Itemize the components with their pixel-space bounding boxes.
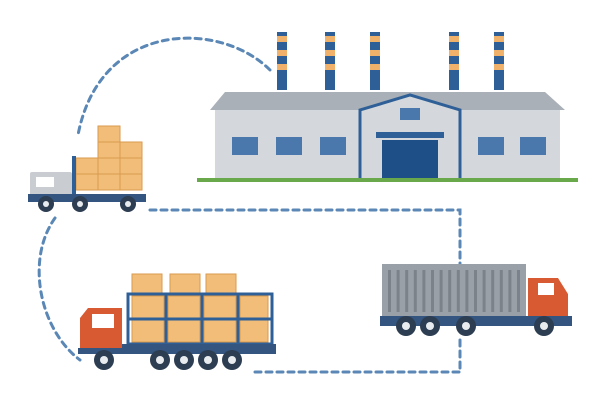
container-rib — [491, 270, 495, 312]
truck-chassis — [380, 316, 572, 326]
container-truck-icon — [380, 264, 572, 336]
chimney — [494, 32, 504, 90]
chimney — [277, 32, 287, 90]
delivery-truck-icon — [28, 125, 146, 212]
cage-frame — [126, 292, 274, 346]
factory-window — [320, 137, 346, 155]
container-rib — [448, 270, 452, 312]
container-rib — [508, 270, 512, 312]
route-small-truck-to-flatbed — [37, 216, 82, 362]
shipping-container — [382, 264, 526, 318]
factory-windows — [232, 137, 546, 155]
chimney — [449, 32, 459, 90]
container-rib — [482, 270, 486, 312]
factory-window — [232, 137, 258, 155]
container-ribs — [388, 270, 520, 312]
cab-window — [36, 177, 54, 187]
crate-stack — [75, 125, 143, 191]
chimney — [325, 32, 335, 90]
factory-window — [276, 137, 302, 155]
truck-bed-frame — [72, 156, 76, 196]
route-factory-to-small-truck — [76, 36, 272, 137]
truck-chassis — [28, 194, 146, 202]
wheels — [396, 316, 554, 336]
container-rib — [388, 270, 391, 312]
gable-window — [400, 108, 420, 120]
container-rib — [396, 270, 400, 312]
cab-window — [92, 314, 114, 328]
container-rib — [517, 270, 520, 312]
container-rib — [405, 270, 409, 312]
truck-chassis — [122, 344, 276, 354]
factory-window — [520, 137, 546, 155]
chimneys — [277, 32, 504, 90]
container-rib — [474, 270, 477, 312]
container-rib — [439, 270, 443, 312]
container-rib — [431, 270, 434, 312]
container-rib — [499, 270, 503, 312]
cab-window — [538, 283, 554, 295]
wheels — [94, 350, 242, 370]
route-small-truck-to-container — [148, 208, 462, 272]
crate-stack — [131, 273, 269, 343]
ground-line — [197, 178, 578, 182]
chimney — [370, 32, 380, 90]
factory-window — [478, 137, 504, 155]
container-rib — [422, 270, 426, 312]
wheels — [38, 196, 136, 212]
container-rib — [465, 270, 469, 312]
route-container-to-flatbed — [248, 338, 462, 374]
container-rib — [456, 270, 460, 312]
factory-icon — [197, 32, 578, 182]
door-canopy — [376, 132, 444, 138]
factory-door — [382, 140, 438, 180]
container-rib — [413, 270, 417, 312]
flatbed-truck-icon — [78, 273, 276, 370]
route-lines — [37, 36, 462, 374]
